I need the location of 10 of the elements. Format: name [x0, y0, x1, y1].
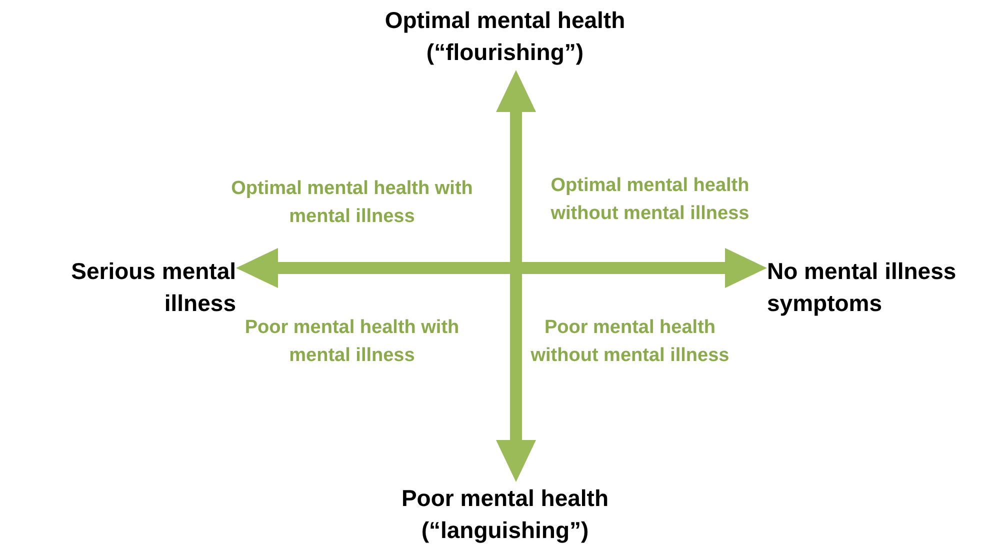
quadrant-label: Poor mental health with mental illness — [244, 316, 460, 368]
axis-end-label: Serious mental illness — [4, 255, 236, 321]
quadrant-label: Optimal mental health with mental illness — [230, 177, 474, 229]
double-headed-arrow — [496, 70, 536, 482]
axis-end-label: No mental illness symptoms — [767, 255, 979, 321]
axis-end-label: Poor mental health (“languishing”) — [355, 482, 655, 548]
axis-end-label: Optimal mental health (“flourishing”) — [355, 4, 655, 70]
quadrant-label: Poor mental health without mental illness — [530, 316, 730, 368]
double-headed-arrow — [236, 248, 767, 288]
quadrant-label: Optimal mental health without mental illness — [550, 174, 750, 226]
